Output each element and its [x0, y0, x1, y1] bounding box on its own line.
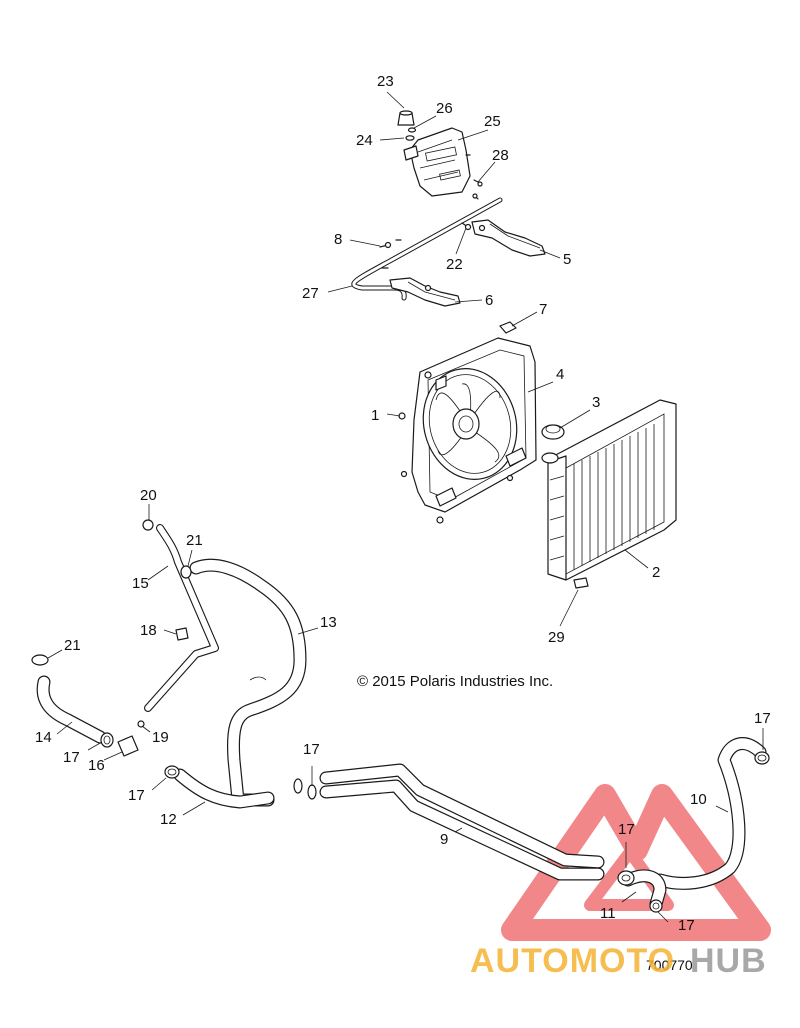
callout-10: 10 [690, 791, 707, 808]
callout-2: 2 [652, 564, 660, 581]
callout-22: 22 [446, 256, 463, 273]
callout-9: 9 [440, 831, 448, 848]
leader-lines [47, 91, 764, 923]
screws-8-22 [379, 222, 472, 269]
watermark-text: AUTOMOTO HUB [470, 942, 767, 980]
callout-labels: 1 2 3 4 5 6 7 8 9 10 11 12 13 14 15 16 1… [35, 73, 771, 934]
callout-25: 25 [484, 113, 501, 130]
watermark-text-orange: AUTOMOTO [470, 942, 675, 980]
hose-12 [173, 768, 275, 809]
radiator-cap-3 [541, 424, 565, 440]
callout-26: 26 [436, 100, 453, 117]
bracket-5 [471, 219, 546, 257]
callout-17-c: 17 [303, 741, 320, 758]
callout-19: 19 [152, 729, 169, 746]
callout-21-b: 21 [64, 637, 81, 654]
coolant-reservoir-group [397, 110, 483, 200]
drain-plug-29 [573, 577, 589, 589]
callout-16: 16 [88, 757, 105, 774]
radiator-2 [541, 399, 677, 581]
callout-13: 13 [320, 614, 337, 631]
fan-shroud-4 [398, 337, 537, 524]
callout-6: 6 [485, 292, 493, 309]
callout-5: 5 [563, 251, 571, 268]
clamps [31, 519, 770, 913]
callout-3: 3 [592, 394, 600, 411]
hose-15 [144, 524, 219, 712]
copyright-notice: © 2015 Polaris Industries Inc. [357, 673, 553, 690]
hose-14 [36, 675, 107, 744]
callout-15: 15 [132, 575, 149, 592]
bracket-6 [389, 277, 461, 307]
diagram-part-number: 700770 [646, 957, 693, 973]
callout-12: 12 [160, 811, 177, 828]
callout-4: 4 [556, 366, 564, 383]
overflow-hose-27 [351, 197, 503, 301]
callout-7: 7 [539, 301, 547, 318]
callout-8: 8 [334, 231, 342, 248]
callout-24: 24 [356, 132, 373, 149]
callout-14: 14 [35, 729, 52, 746]
callout-27: 27 [302, 285, 319, 302]
callout-23: 23 [377, 73, 394, 90]
callout-11: 11 [600, 905, 616, 922]
callout-28: 28 [492, 147, 509, 164]
callout-17-e: 17 [618, 821, 635, 838]
callout-29: 29 [548, 629, 565, 646]
callout-20: 20 [140, 487, 157, 504]
callout-1: 1 [371, 407, 379, 424]
callout-17-d: 17 [754, 710, 771, 727]
callout-21-a: 21 [186, 532, 203, 549]
coolant-tube-9 [319, 763, 605, 881]
watermark-text-gray: HUB [690, 942, 767, 980]
callout-17-a: 17 [63, 749, 80, 766]
hose-10 [653, 737, 767, 890]
grommet-7 [499, 321, 517, 334]
callout-17-f: 17 [678, 917, 695, 934]
callout-18: 18 [140, 622, 157, 639]
hose-13 [189, 558, 307, 807]
fitting-16 [117, 735, 139, 757]
callout-17-b: 17 [128, 787, 145, 804]
